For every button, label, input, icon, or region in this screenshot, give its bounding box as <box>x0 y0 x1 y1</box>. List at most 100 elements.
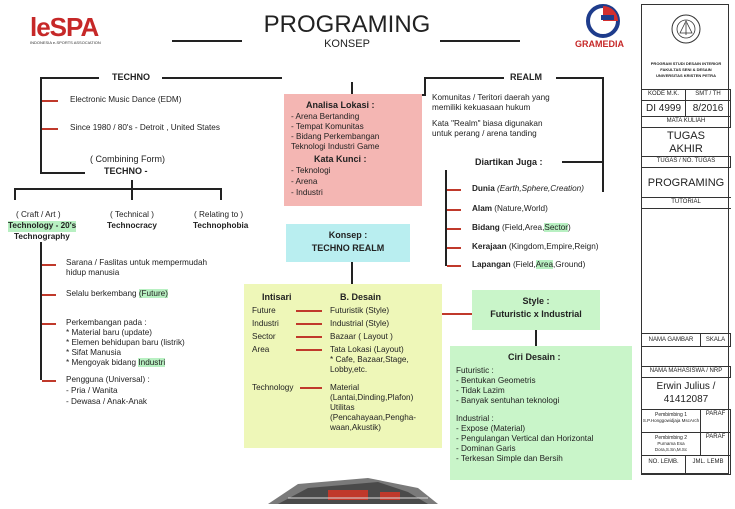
realm-label: REALM <box>510 72 542 82</box>
tutorial-label: TUTORIAL <box>641 197 731 209</box>
realm-alam: Alam (Nature,World) <box>472 204 548 213</box>
realm-bidang: Bidang (Field,Area,Sector) <box>472 223 571 232</box>
realm-def4: untuk perang / arena tanding <box>432 129 537 138</box>
student-name: Erwin Julius / <box>656 381 716 392</box>
tugas-akhir2: AKHIR <box>669 143 703 155</box>
tech-value: Utilitas <box>330 403 355 412</box>
no-lemb-label: NO. LEMB. <box>641 455 686 475</box>
ciri-item: - Terkesan Simple dan Bersih <box>456 454 563 463</box>
kata-kunci-item: - Industri <box>291 188 323 197</box>
tugas-akhir1: TUGAS <box>667 130 705 142</box>
ciri-item: - Bentukan Geometris <box>456 376 536 385</box>
intisari-key: Area <box>252 345 270 354</box>
konsep-line2: TECHNO REALM <box>311 242 385 253</box>
building-illustration <box>268 468 438 504</box>
intisari-value: Tata Lokasi (Layout) <box>330 345 404 354</box>
perkembangan-3: * Sifat Manusia <box>66 348 122 357</box>
kata-kunci-item: - Teknologi <box>291 166 331 175</box>
ciri-futuristic: Futuristic : <box>456 366 494 375</box>
gramedia-text: GRAMEDIA <box>575 39 624 49</box>
intisari-key: Future <box>252 306 276 315</box>
skala-label: SKALA <box>700 333 731 347</box>
paraf2-label: PARAF <box>700 432 731 456</box>
pembimbing1: Pembimbing 1 S.P.Honggowidjaja MscArch <box>641 409 701 433</box>
ciri-item: - Dominan Garis <box>456 444 516 453</box>
technography: Technography <box>14 232 70 241</box>
realm-def1: Komunitas / Teritori daerah yang <box>432 93 550 102</box>
school-line3: UNIVERSITAS KRISTEN PETRA <box>656 73 716 78</box>
perkembangan-4: * Mengoyak bidang Industri <box>66 358 166 367</box>
technology-20s: Technology - 20's <box>8 221 77 232</box>
mata-kuliah-label: MATA KULIAH <box>641 116 731 128</box>
tech-value: waan,Akustik) <box>330 423 381 432</box>
nama-gambar-label: NAMA GAMBAR <box>641 333 701 347</box>
smt-value: 8/2016 <box>685 100 731 117</box>
programing-label: PROGRAMING <box>647 177 725 189</box>
ciri-title: Ciri Desain : <box>508 352 561 362</box>
intisari-title: Intisari <box>262 292 292 302</box>
ciri-item: - Pengulangan Vertical dan Horizontal <box>456 434 594 443</box>
gramedia-logo <box>585 3 621 39</box>
tech-value: (Pencahayaan,Pengha- <box>330 413 417 422</box>
relating-label: ( Relating to ) <box>194 210 244 219</box>
konsep-line1: Konsep : <box>328 230 368 240</box>
ciri-industrial: Industrial : <box>456 414 494 423</box>
desain-title: B. Desain <box>340 292 382 302</box>
techno-since: Since 1980 / 80's - Detroit , United Sta… <box>70 123 220 132</box>
logo-subtext: INDONESIA e-SPORTS ASSOCIATION <box>30 40 101 45</box>
title-block: PROGRAM STUDI DESAIN INTERIOR FAKULTAS S… <box>641 4 731 475</box>
nama-mhs-label: NAMA MAHASISWA / NRP <box>641 366 731 378</box>
technophobia: Technophobia <box>193 221 249 230</box>
area-extra: * Cafe, Bazaar,Stage, <box>330 355 409 364</box>
seal-icon <box>671 14 701 44</box>
konsep-box: Konsep : TECHNO REALM <box>286 224 410 262</box>
ciri-item: - Tidak Lazim <box>456 386 505 395</box>
gramedia-icon <box>586 4 620 38</box>
intisari-key: Industri <box>252 319 279 328</box>
tech-value: (Lantai,Dinding,Plafon) <box>330 393 414 402</box>
building-image <box>268 478 438 504</box>
analisa-item: - Bidang Perkembangan <box>291 132 380 141</box>
kata-kunci-title: Kata Kunci : <box>314 154 367 164</box>
intisari-key: Technology <box>252 383 294 392</box>
techno-label: TECHNO <box>112 72 150 82</box>
realm-def3: Kata "Realm" biasa digunakan <box>432 119 543 128</box>
kata-kunci-item: - Arena <box>291 177 318 186</box>
perkembangan-1: * Material baru (update) <box>66 328 153 337</box>
intisari-key: Sector <box>252 332 276 341</box>
kode-value: DI 4999 <box>641 100 686 117</box>
style-box: Style : Futuristic x Industrial <box>472 290 600 330</box>
technocracy: Technocracy <box>107 221 157 230</box>
style-line2: Futuristic x Industrial <box>490 308 582 319</box>
techno-edm: Electronic Music Dance (EDM) <box>70 95 182 104</box>
tech-value: Material <box>330 383 360 392</box>
ciri-item: - Banyak sentuhan teknologi <box>456 396 560 405</box>
pengguna-1: - Pria / Wanita <box>66 386 118 395</box>
intisari-value: Industrial (Style) <box>330 319 390 328</box>
intisari-value: Futuristik (Style) <box>330 306 390 315</box>
logo: leSPA INDONESIA e-SPORTS ASSOCIATION <box>30 14 101 45</box>
logo-text: leSPA <box>30 12 99 42</box>
analisa-item: - Arena Bertanding <box>291 112 360 121</box>
perkembangan-2: * Elemen behidupan baru (listrik) <box>66 338 185 347</box>
perkembangan-title: Perkembangan pada : <box>66 318 147 327</box>
paraf1-label: PARAF <box>700 409 731 433</box>
student-nrp: 41412087 <box>663 394 709 405</box>
analisa-title: Analisa Lokasi : <box>306 100 375 110</box>
ciri-item: - Expose (Material) <box>456 424 526 433</box>
intisari-value: Bazaar ( Layout ) <box>330 332 393 341</box>
technical-label: ( Technical ) <box>110 210 154 219</box>
jml-lemb-label: JML. LEMB <box>685 455 731 475</box>
craft-label: ( Craft / Art ) <box>16 210 61 219</box>
sarana-line2: hidup manusia <box>66 268 120 277</box>
realm-kerajaan: Kerajaan (Kingdom,Empire,Reign) <box>472 242 599 251</box>
tugas-no-label: TUGAS / NO. TUGAS <box>641 156 731 168</box>
pembimbing2: Pembimbing 2 Purnama Esa Dora,S.Sn,M.Sc <box>641 432 701 456</box>
diartikan-title: Diartikan Juga : <box>475 157 543 167</box>
pengguna-title: Pengguna (Universal) : <box>66 375 150 384</box>
ciri-box: Ciri Desain : Futuristic : - Bentukan Ge… <box>450 346 632 480</box>
university-seal <box>670 13 702 50</box>
combining-techno: TECHNO - <box>104 166 148 176</box>
selalu-berkembang: Selalu berkembang (Future) <box>66 289 168 298</box>
style-line1: Style : <box>522 296 550 306</box>
